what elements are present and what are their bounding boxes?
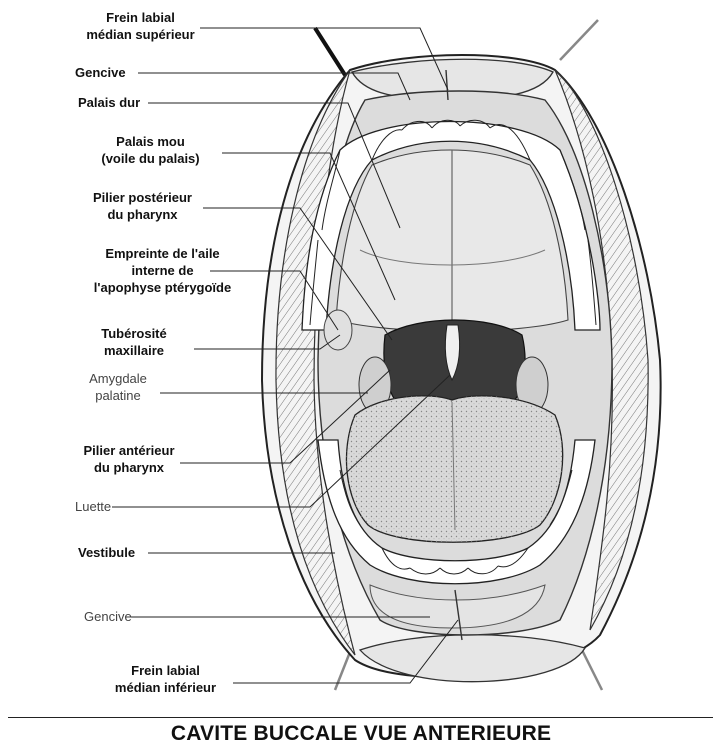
lower-right-retractor — [582, 650, 602, 690]
label-gencive-inf: Gencive — [84, 608, 132, 625]
label-empreinte-line2: interne de — [75, 262, 250, 279]
label-tuberosite-line2: maxillaire — [74, 342, 194, 359]
upper-right-retractor — [560, 20, 598, 60]
label-palais-dur: Palais dur — [78, 94, 140, 111]
label-empreinte-line3: l'apophyse ptérygoïde — [75, 279, 250, 296]
label-palais-mou-line2: (voile du palais) — [78, 150, 223, 167]
label-luette: Luette — [75, 498, 111, 515]
label-palais-mou: Palais mou (voile du palais) — [78, 133, 223, 167]
label-empreinte-line1: Empreinte de l'aile — [75, 245, 250, 262]
label-frein-labial-inf: Frein labial médian inférieur — [98, 662, 233, 696]
label-frein-inf-line1: Frein labial — [98, 662, 233, 679]
label-vestibule: Vestibule — [78, 544, 135, 561]
lower-left-retractor — [335, 652, 350, 690]
label-frein-sup-line2: médian supérieur — [78, 26, 203, 43]
label-frein-sup-line1: Frein labial — [78, 9, 203, 26]
label-pilier-post: Pilier postérieur du pharynx — [80, 189, 205, 223]
caption-divider — [8, 717, 713, 718]
label-frein-labial-sup: Frein labial médian supérieur — [78, 9, 203, 43]
label-empreinte: Empreinte de l'aile interne de l'apophys… — [75, 245, 250, 296]
label-pilier-post-line2: du pharynx — [80, 206, 205, 223]
label-tuberosite-line1: Tubérosité — [74, 325, 194, 342]
label-palais-mou-line1: Palais mou — [78, 133, 223, 150]
label-amygdale: Amygdale palatine — [74, 370, 162, 404]
label-frein-inf-line2: médian inférieur — [98, 679, 233, 696]
label-tuberosite: Tubérosité maxillaire — [74, 325, 194, 359]
label-gencive-sup: Gencive — [75, 64, 126, 81]
lower-lip — [360, 635, 585, 682]
label-amygdale-line2: palatine — [74, 387, 162, 404]
label-pilier-ant-line1: Pilier antérieur — [74, 442, 184, 459]
label-pilier-ant: Pilier antérieur du pharynx — [74, 442, 184, 476]
label-pilier-ant-line2: du pharynx — [74, 459, 184, 476]
label-pilier-post-line1: Pilier postérieur — [80, 189, 205, 206]
figure-caption: CAVITE BUCCALE VUE ANTERIEURE — [0, 722, 722, 746]
upper-left-retractor — [315, 28, 345, 75]
label-amygdale-line1: Amygdale — [74, 370, 162, 387]
